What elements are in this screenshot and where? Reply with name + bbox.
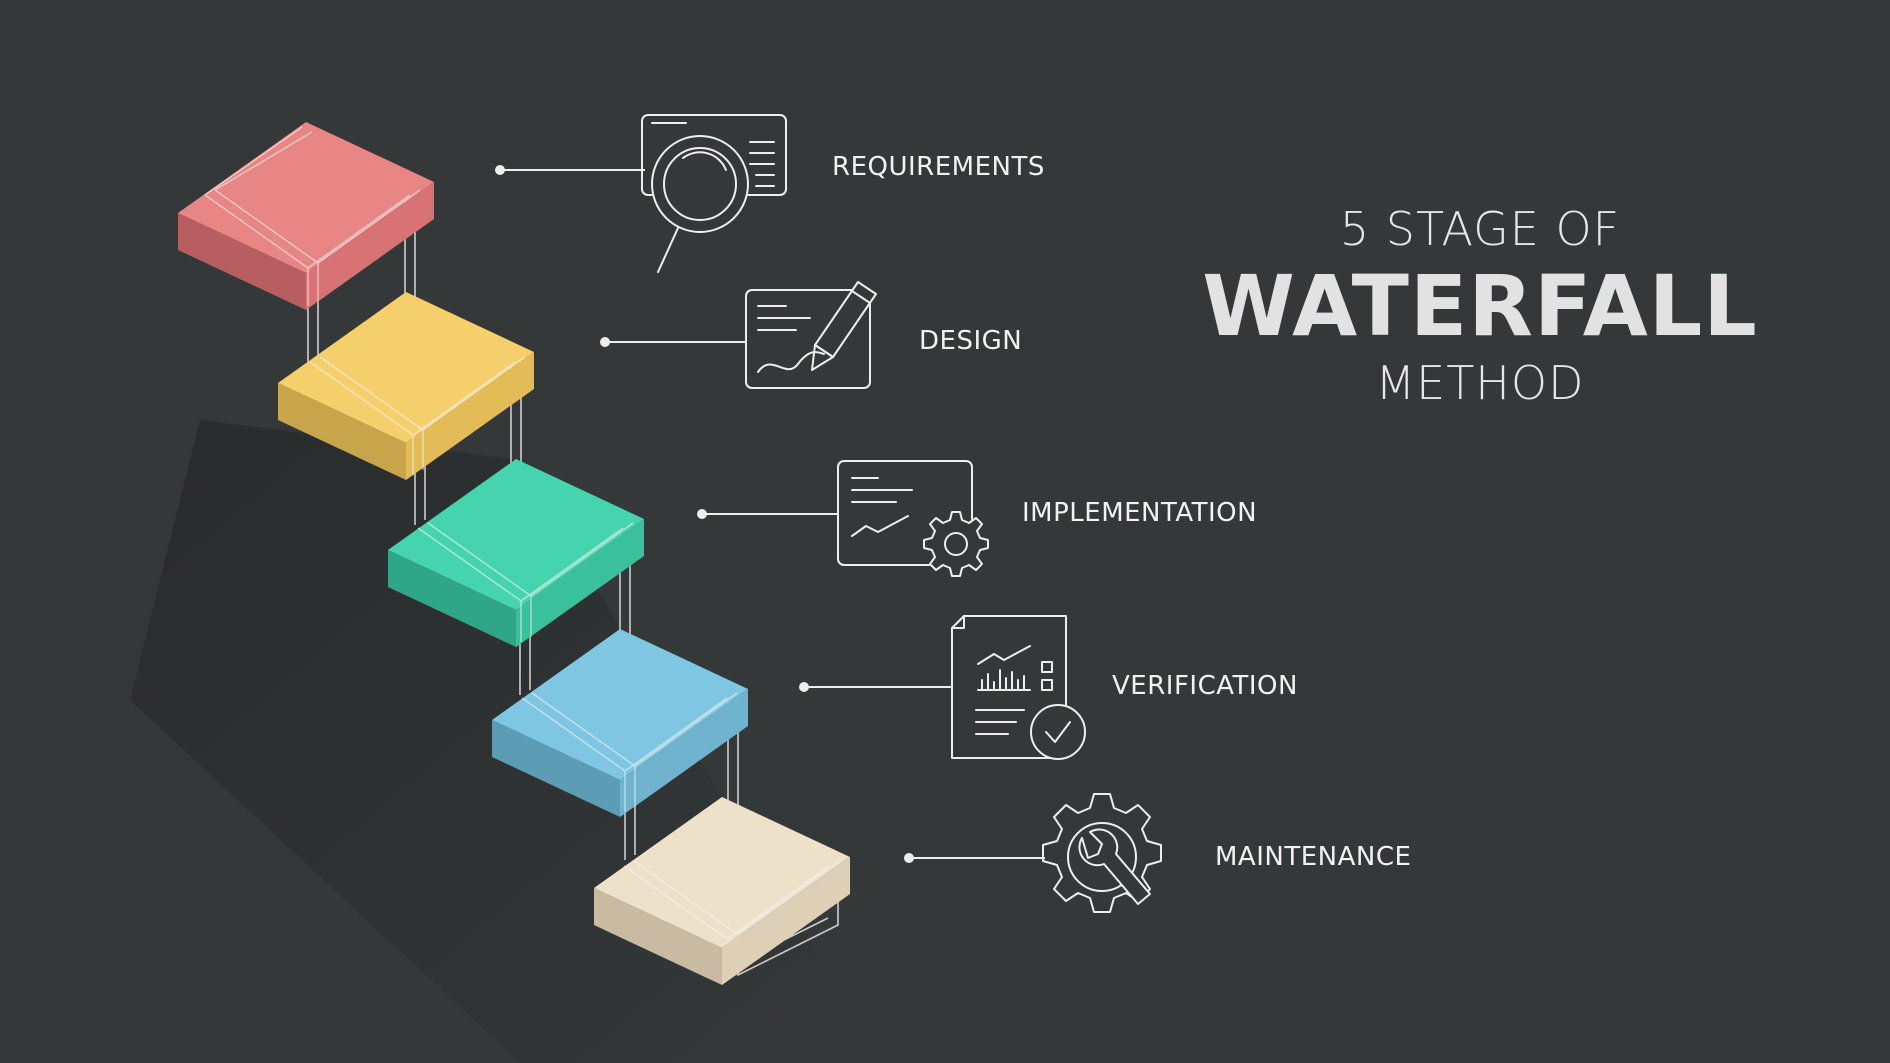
- report-check-icon: [951, 615, 1086, 760]
- title-block: 5 STAGE OF WATERFALL METHOD: [1180, 200, 1780, 412]
- stage-label-implementation: IMPLEMENTATION: [1022, 498, 1258, 528]
- title-line-1: 5 STAGE OF: [1339, 202, 1621, 256]
- magnifier-document-icon: [641, 114, 787, 273]
- title-line-2: WATERFALL: [1202, 257, 1758, 355]
- stage-label-verification: VERIFICATION: [1112, 671, 1298, 701]
- stage-block-maintenance: [594, 797, 850, 985]
- gear-wrench-icon: [1042, 793, 1162, 913]
- stage-label-requirements: REQUIREMENTS: [832, 152, 1045, 182]
- stage-label-design: DESIGN: [919, 326, 1023, 356]
- stage-block-implementation: [388, 459, 644, 647]
- title-line-3: METHOD: [1375, 356, 1585, 410]
- connector-lines: [495, 165, 1045, 863]
- stage-block-verification: [492, 629, 748, 817]
- code-gear-icon: [837, 460, 989, 577]
- stage-block-design: [278, 292, 534, 480]
- stage-block-requirements: [178, 122, 434, 310]
- pencil-sketch-icon: [745, 281, 877, 389]
- stage-label-maintenance: MAINTENANCE: [1215, 842, 1412, 872]
